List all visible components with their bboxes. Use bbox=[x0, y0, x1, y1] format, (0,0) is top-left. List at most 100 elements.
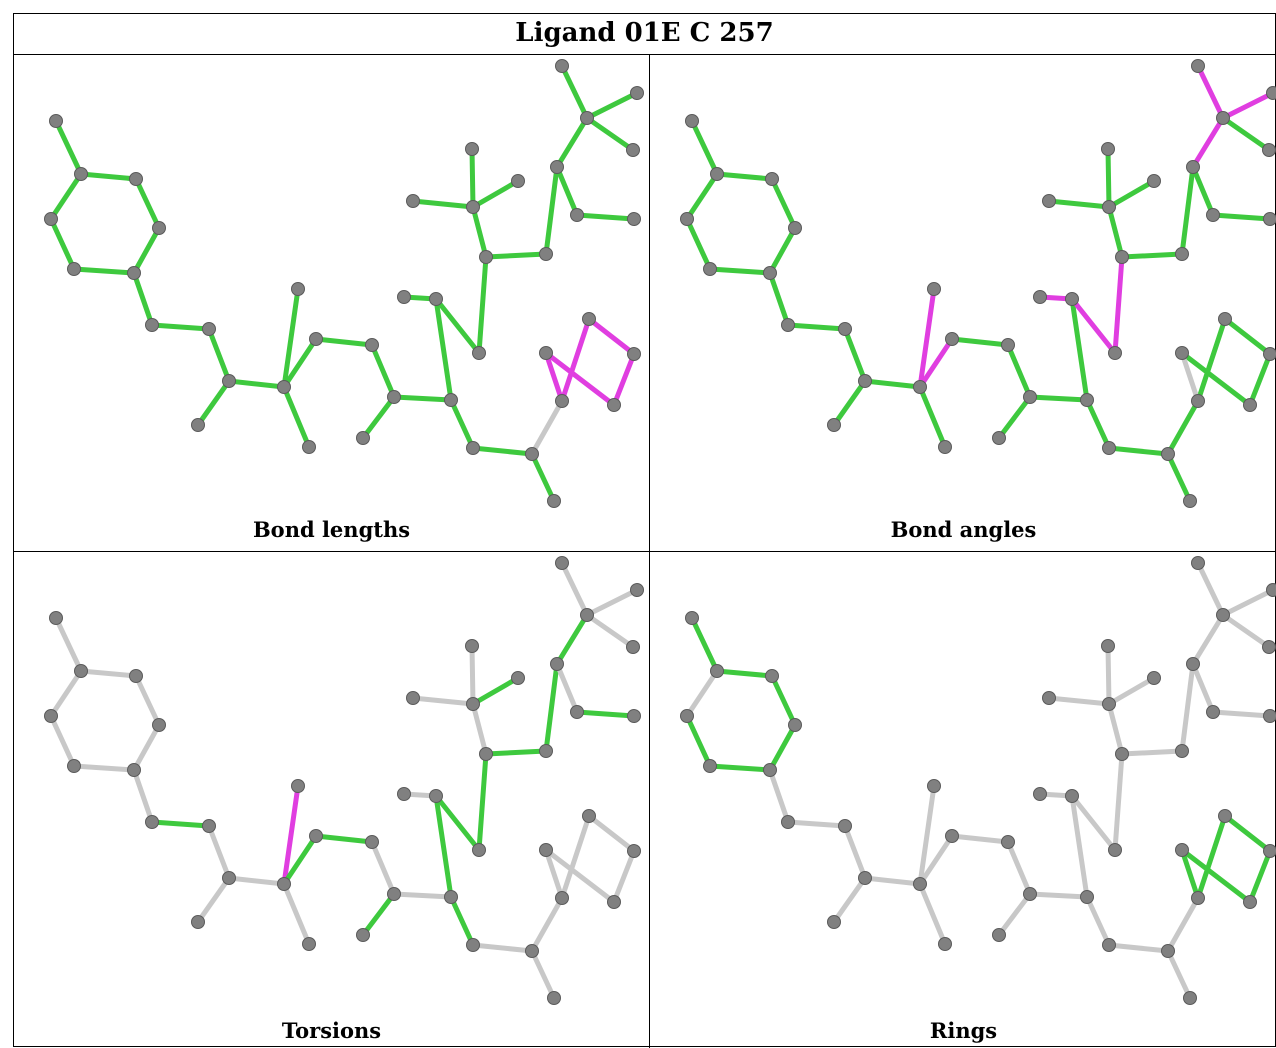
bond bbox=[1122, 751, 1182, 754]
bond bbox=[51, 174, 81, 219]
bond bbox=[589, 816, 634, 851]
bond bbox=[692, 121, 717, 174]
atom bbox=[223, 872, 236, 885]
atom bbox=[627, 144, 640, 157]
bond bbox=[532, 454, 554, 501]
bond bbox=[451, 897, 473, 945]
atom bbox=[512, 175, 525, 188]
atom bbox=[1024, 888, 1037, 901]
atom bbox=[1263, 144, 1276, 157]
atom bbox=[789, 222, 802, 235]
bond bbox=[589, 319, 634, 354]
bond bbox=[372, 842, 394, 894]
bond bbox=[788, 822, 845, 826]
bond bbox=[56, 121, 81, 174]
atom bbox=[711, 168, 724, 181]
atom bbox=[50, 115, 63, 128]
bond bbox=[134, 725, 159, 770]
bond bbox=[1049, 698, 1109, 704]
bond bbox=[710, 269, 770, 273]
bond bbox=[473, 181, 518, 207]
bond bbox=[1109, 448, 1168, 454]
atom bbox=[366, 339, 379, 352]
atom bbox=[292, 283, 305, 296]
bond bbox=[834, 878, 865, 922]
bond bbox=[1115, 257, 1122, 353]
panel-divider-horizontal bbox=[14, 551, 1275, 552]
bond bbox=[577, 712, 634, 716]
atom bbox=[1219, 313, 1232, 326]
atom bbox=[292, 780, 305, 793]
atom bbox=[526, 448, 539, 461]
atom bbox=[1116, 251, 1129, 264]
bond bbox=[614, 851, 634, 902]
atom bbox=[50, 612, 63, 625]
molecule-bond-lengths bbox=[14, 55, 649, 551]
bond bbox=[587, 590, 637, 615]
atom bbox=[704, 760, 717, 773]
atom bbox=[583, 313, 596, 326]
bond bbox=[1198, 563, 1223, 615]
atom bbox=[711, 665, 724, 678]
atom bbox=[466, 143, 479, 156]
bond bbox=[152, 325, 209, 329]
bond bbox=[134, 273, 152, 325]
molecule-torsions bbox=[14, 552, 649, 1048]
atom bbox=[1244, 399, 1257, 412]
bond bbox=[834, 381, 865, 425]
bond bbox=[546, 664, 557, 751]
atom bbox=[1244, 896, 1257, 909]
bond bbox=[1168, 951, 1190, 998]
figure-title: Ligand 01E C 257 bbox=[14, 14, 1275, 55]
bond bbox=[229, 878, 284, 884]
atom bbox=[398, 788, 411, 801]
atom bbox=[1187, 161, 1200, 174]
bond bbox=[770, 228, 795, 273]
atom bbox=[686, 115, 699, 128]
atom bbox=[993, 432, 1006, 445]
atom bbox=[1103, 698, 1116, 711]
bond bbox=[1250, 354, 1270, 405]
atom bbox=[993, 929, 1006, 942]
atom bbox=[782, 816, 795, 829]
atom bbox=[192, 916, 205, 929]
atom bbox=[445, 394, 458, 407]
atom bbox=[407, 195, 420, 208]
atom bbox=[828, 916, 841, 929]
atom bbox=[467, 698, 480, 711]
bond bbox=[1049, 201, 1109, 207]
bond bbox=[577, 215, 634, 219]
bond bbox=[587, 93, 637, 118]
bond bbox=[999, 894, 1030, 935]
bond bbox=[136, 676, 159, 725]
atom bbox=[1002, 339, 1015, 352]
bond bbox=[209, 329, 229, 381]
atom bbox=[45, 710, 58, 723]
atom bbox=[1103, 939, 1116, 952]
atom bbox=[203, 323, 216, 336]
bond bbox=[1109, 704, 1122, 754]
atom bbox=[1217, 112, 1230, 125]
bond bbox=[229, 381, 284, 387]
atom bbox=[628, 348, 641, 361]
bond bbox=[1182, 664, 1193, 751]
bond bbox=[1030, 397, 1087, 400]
atom bbox=[1192, 395, 1205, 408]
bond bbox=[845, 329, 865, 381]
bond bbox=[920, 387, 945, 447]
atom bbox=[1187, 658, 1200, 671]
bond bbox=[394, 397, 451, 400]
molecule-bond-angles bbox=[650, 55, 1276, 551]
bond bbox=[1168, 898, 1198, 951]
atom bbox=[928, 780, 941, 793]
bond bbox=[952, 339, 1008, 345]
panel-label-torsions: Torsions bbox=[14, 1018, 649, 1043]
atom bbox=[789, 719, 802, 732]
atom bbox=[1184, 495, 1197, 508]
atom bbox=[128, 267, 141, 280]
bond bbox=[770, 725, 795, 770]
atom bbox=[1176, 347, 1189, 360]
bond bbox=[557, 167, 577, 215]
bond bbox=[999, 397, 1030, 438]
molecule-rings bbox=[650, 552, 1276, 1048]
